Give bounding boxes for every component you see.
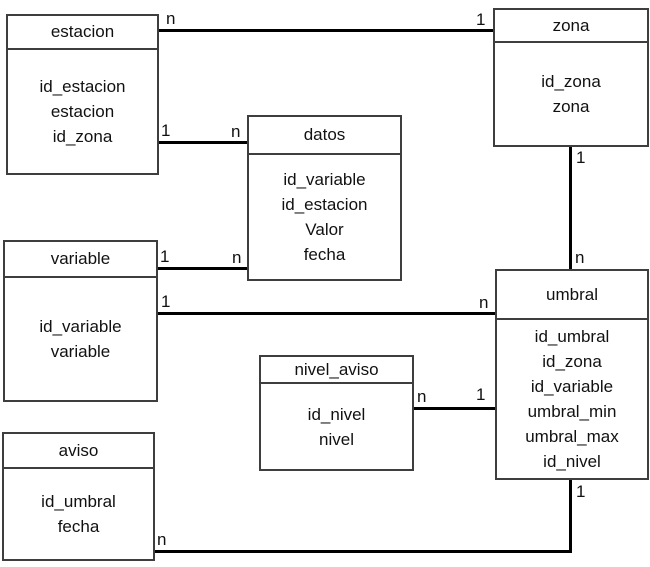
entity-aviso: aviso id_umbral fecha [2,432,155,561]
field-id_zona: id_zona [542,352,602,371]
entity-title-umbral: umbral [497,271,647,320]
field-id_estacion: id_estacion [281,195,368,214]
entity-title-datos: datos [249,117,400,155]
field-fecha: fecha [303,245,346,264]
field-valor: Valor [305,220,344,239]
field-estacion: estacion [50,102,115,121]
cardinality-umbral-aviso-1: 1 [576,482,586,501]
connector-umbral-aviso-vertical [569,479,572,553]
entity-fields-aviso: id_umbral fecha [4,469,153,559]
cardinality-zona-umbral-n: n [575,248,585,267]
field-zona: zona [552,97,590,116]
field-nivel: nivel [319,429,354,449]
cardinality-nivel_aviso-umbral-1: 1 [476,385,486,404]
cardinality-nivel_aviso-umbral-n: n [417,387,427,406]
cardinality-estacion-datos-n: n [231,122,241,141]
entity-title-nivel_aviso: nivel_aviso [261,357,412,384]
entity-umbral: umbral id_umbral id_zona id_variable umb… [495,269,649,480]
field-id_variable: id_variable [39,317,122,336]
cardinality-variable-datos-1: 1 [160,247,170,266]
cardinality-variable-datos-n: n [232,248,242,267]
entity-variable: variable id_variable variable [3,240,158,402]
connector-estacion-datos [158,141,247,144]
entity-fields-umbral: id_umbral id_zona id_variable umbral_min… [497,320,647,478]
cardinality-estacion-datos-1: 1 [161,121,171,140]
field-fecha: fecha [57,517,100,536]
field-id_zona: id_zona [541,72,601,91]
entity-fields-variable: id_variable variable [5,278,156,400]
connector-zona-umbral [569,147,572,270]
connector-variable-datos [156,267,247,270]
connector-estacion-zona [158,29,493,32]
connector-umbral-aviso-horizontal [154,550,572,553]
field-id_variable: id_variable [283,170,366,189]
cardinality-estacion-zona-1: 1 [476,10,486,29]
cardinality-zona-umbral-1: 1 [576,148,586,167]
entity-fields-zona: id_zona zona [495,43,647,145]
entity-datos: datos id_variable id_estacion Valor fech… [247,115,402,281]
field-umbral_min: umbral_min [527,402,617,421]
cardinality-variable-umbral-n: n [479,293,489,312]
field-id_umbral: id_umbral [534,327,610,346]
entity-fields-datos: id_variable id_estacion Valor fecha [249,155,400,279]
cardinality-estacion-zona-n: n [166,9,176,28]
entity-title-estacion: estacion [8,16,157,50]
entity-nivel_aviso: nivel_aviso id_nivel nivel [259,355,414,471]
field-id_nivel: id_nivel [543,452,601,471]
entity-title-variable: variable [5,242,156,278]
cardinality-variable-umbral-1: 1 [161,292,171,311]
field-umbral_max: umbral_max [525,427,619,446]
entity-title-zona: zona [495,10,647,43]
field-id_zona: id_zona [52,127,113,146]
entity-title-aviso: aviso [4,434,153,469]
field-id_nivel: id_nivel [307,404,366,424]
entity-zona: zona id_zona zona [493,8,649,147]
connector-nivel_aviso-umbral [413,407,496,410]
field-id_umbral: id_umbral [41,492,116,511]
field-id_estacion: id_estacion [39,77,126,96]
entity-estacion: estacion id_estacion estacion id_zona [6,14,159,175]
field-id_variable: id_variable [530,377,614,396]
entity-fields-nivel_aviso: id_nivel nivel [261,384,412,469]
field-variable: variable [50,342,111,361]
entity-fields-estacion: id_estacion estacion id_zona [8,50,157,173]
cardinality-umbral-aviso-n: n [157,530,167,549]
connector-variable-umbral [156,312,496,315]
